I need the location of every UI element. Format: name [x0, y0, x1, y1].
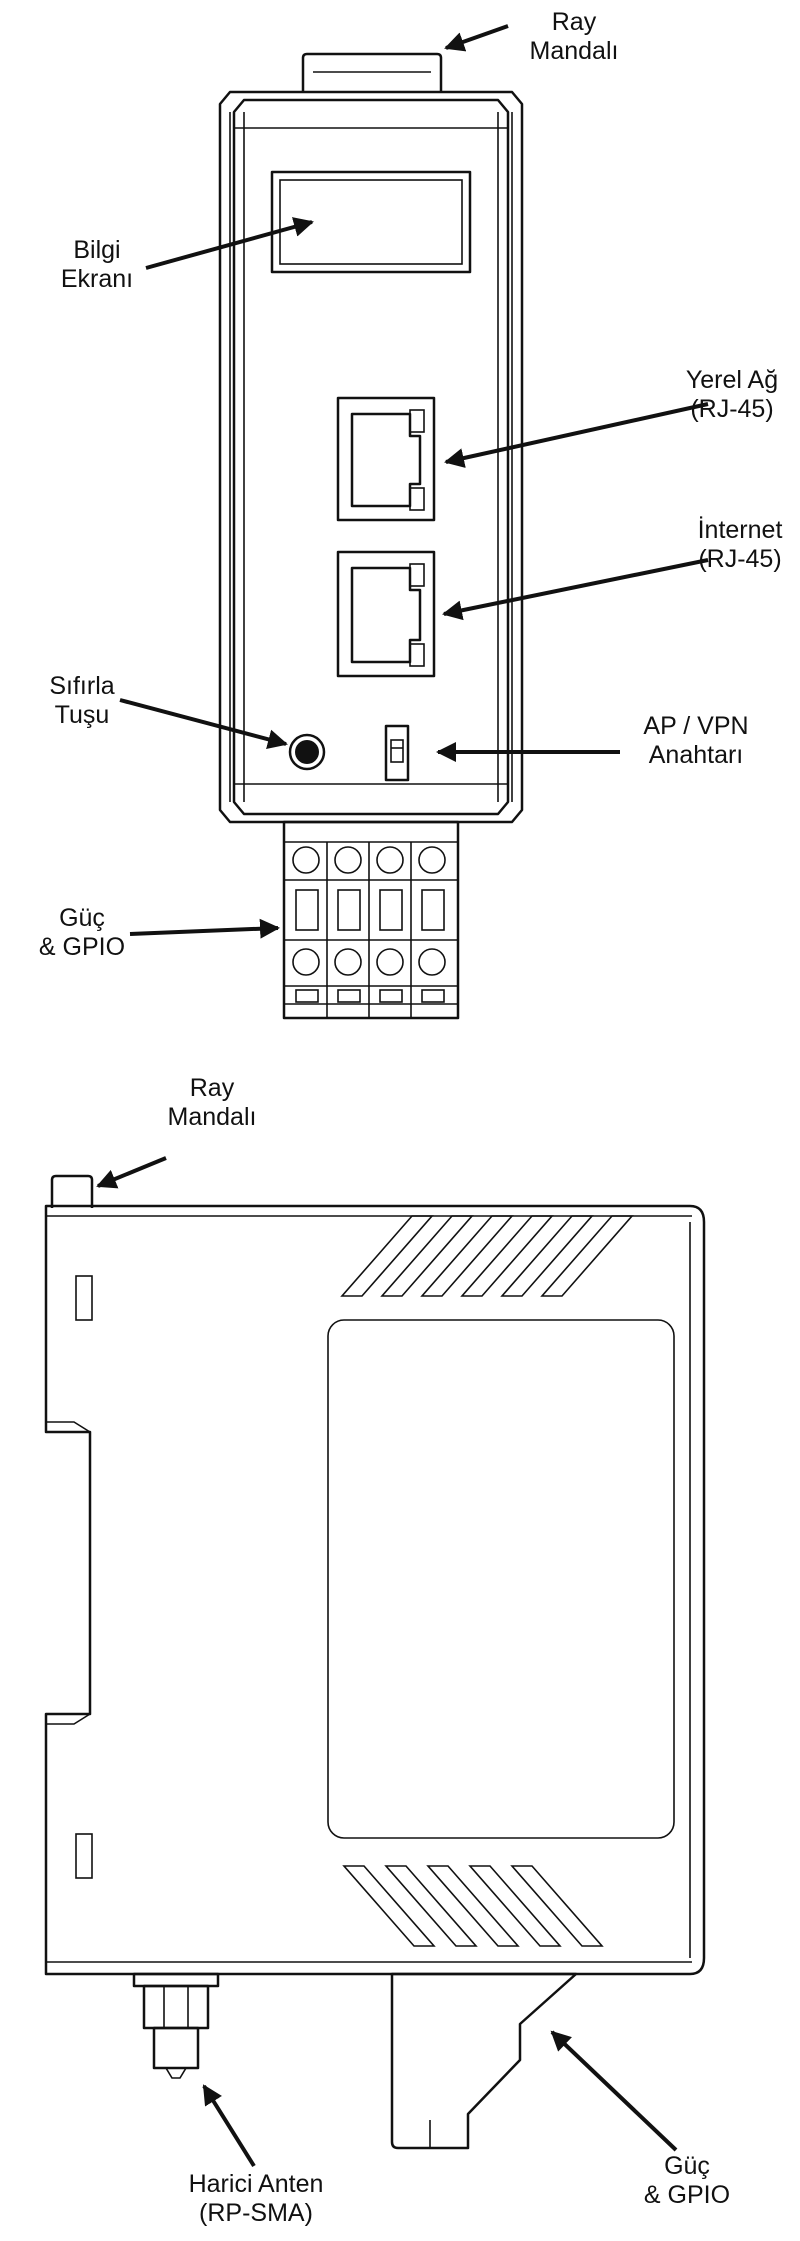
arrow-external-antenna: [202, 2084, 256, 2168]
ap-vpn-switch: [384, 724, 410, 782]
label-ap-vpn-switch: AP / VPN Anahtarı: [643, 712, 749, 769]
label-lan-port: Yerel Ağ (RJ-45): [685, 366, 779, 423]
lan-rj45-port: [336, 396, 436, 522]
label-front-power-gpio: Güç & GPIO: [38, 904, 126, 961]
internet-rj45-port: [336, 550, 436, 678]
front-power-gpio-terminal: [282, 820, 460, 1020]
arrow-reset-button: [119, 698, 288, 750]
front-housing-inner: [232, 98, 510, 816]
arrow-internet-port: [442, 558, 709, 621]
arrow-info-display: [145, 217, 314, 270]
reset-button: [288, 733, 326, 771]
front-view: [119, 24, 709, 1020]
side-top-vents: [340, 1215, 634, 1297]
side-housing: [44, 1204, 706, 1976]
label-info-display: Bilgi Ekranı: [60, 236, 134, 293]
side-power-gpio-terminal: [390, 1972, 578, 2150]
label-front-rail-latch: Ray Mandalı: [529, 8, 619, 65]
label-internet-port: İnternet (RJ-45): [697, 516, 783, 573]
side-label-area: [327, 1319, 675, 1839]
arrow-lan-port: [444, 402, 709, 468]
arrow-front-power-gpio: [129, 918, 280, 939]
label-reset-button: Sıfırla Tuşu: [49, 672, 115, 729]
arrow-side-power-gpio: [550, 2030, 678, 2152]
label-side-power-gpio: Güç & GPIO: [643, 2152, 731, 2209]
side-view: [44, 1156, 706, 2168]
side-rail-latch: [50, 1174, 94, 1208]
front-housing-outer: [218, 90, 524, 824]
side-bottom-vents: [342, 1865, 604, 1947]
info-display: [270, 170, 472, 274]
arrow-front-rail-latch: [444, 24, 509, 52]
arrow-side-rail-latch: [96, 1156, 167, 1189]
label-side-rail-latch: Ray Mandalı: [167, 1074, 257, 1131]
antenna-connector: [132, 1972, 220, 2079]
front-rail-latch: [301, 52, 443, 92]
label-external-antenna: Harici Anten (RP-SMA): [188, 2170, 324, 2227]
